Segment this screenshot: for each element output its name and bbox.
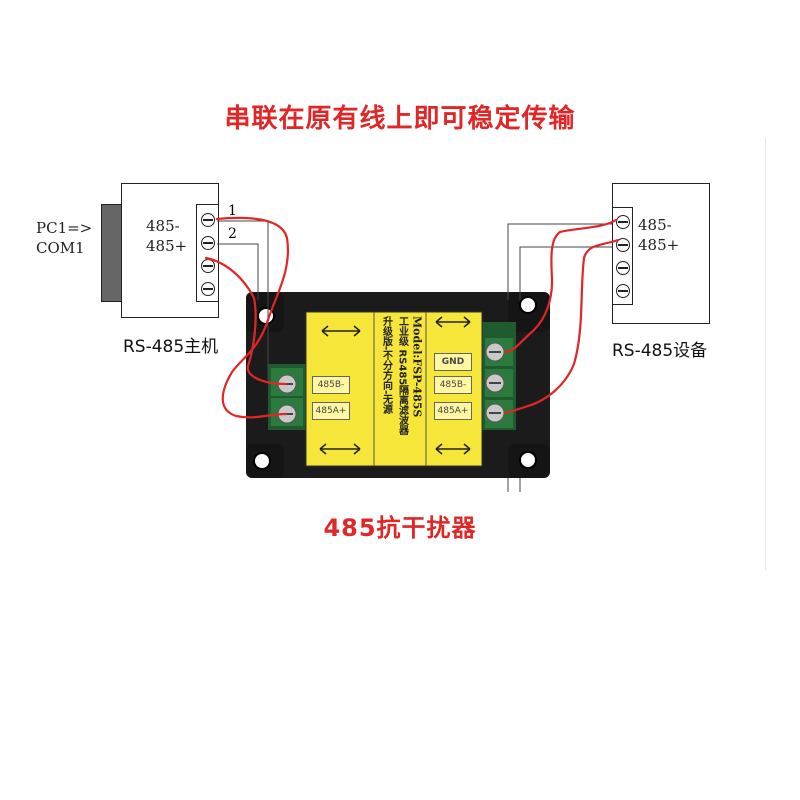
wire-red-host-1 xyxy=(215,216,289,419)
left-label-485a: 485A+ xyxy=(312,402,350,420)
double-arrow-icon xyxy=(435,316,471,328)
screw-icon xyxy=(616,215,630,229)
screw-icon xyxy=(616,238,630,252)
product-caption: 485抗干扰器 xyxy=(323,514,477,542)
mount-hole-icon xyxy=(519,296,537,314)
right-label-485a: 485A+ xyxy=(434,402,472,420)
screw-icon xyxy=(616,284,630,298)
device-term-label-minus: 485- xyxy=(638,216,672,234)
wire-red-dev-1 xyxy=(503,218,618,354)
left-label-485b: 485B- xyxy=(312,376,350,394)
com-label: COM1 xyxy=(36,239,85,257)
device-terminal-strip xyxy=(612,207,633,305)
pc-port-label: PC1=> COM1 xyxy=(36,218,92,258)
filter-desc-text: 工业级 RS485隔离滤波器 xyxy=(396,316,408,436)
host-term-label-plus: 485+ xyxy=(146,237,188,255)
device-caption: RS-485设备 xyxy=(612,341,708,361)
page-title: 串联在原有线上即可稳定传输 xyxy=(224,104,576,134)
wire-red-host-2 xyxy=(204,256,288,386)
double-arrow-icon xyxy=(319,443,361,455)
double-arrow-icon xyxy=(321,325,361,337)
right-label-gnd: GND xyxy=(434,353,472,371)
wire-black-host-2 xyxy=(217,243,259,300)
filter-model-text: Model:FSP-485S xyxy=(410,316,424,418)
screw-icon xyxy=(616,261,630,275)
wire-black-dev-1 xyxy=(507,223,612,300)
screw-icon xyxy=(201,236,215,250)
screw-icon xyxy=(201,213,215,227)
wire-number-1: 1 xyxy=(228,203,237,219)
filter-desc2-text: 升级版-不分方向-无源 xyxy=(380,316,392,415)
host-terminal-strip xyxy=(196,204,219,302)
host-term-label-minus: 485- xyxy=(146,217,180,235)
mount-hole-icon xyxy=(253,452,271,470)
double-arrow-icon xyxy=(435,443,471,455)
wire-black-dev-2 xyxy=(519,246,612,300)
right-label-485b: 485B- xyxy=(434,376,472,394)
filter-text-column: Model:FSP-485S 工业级 RS485隔离滤波器 升级版-不分方向-无… xyxy=(376,316,426,462)
wire-black-dev-down xyxy=(507,478,521,492)
device-term-label-plus: 485+ xyxy=(638,236,680,254)
host-caption: RS-485主机 xyxy=(123,337,219,357)
screw-icon xyxy=(201,282,215,296)
wire-red-dev-2 xyxy=(503,238,620,415)
wire-number-2: 2 xyxy=(228,226,237,242)
edge-divider xyxy=(765,138,766,570)
pc-label: PC1=> xyxy=(36,219,93,237)
mount-hole-icon xyxy=(519,451,537,469)
